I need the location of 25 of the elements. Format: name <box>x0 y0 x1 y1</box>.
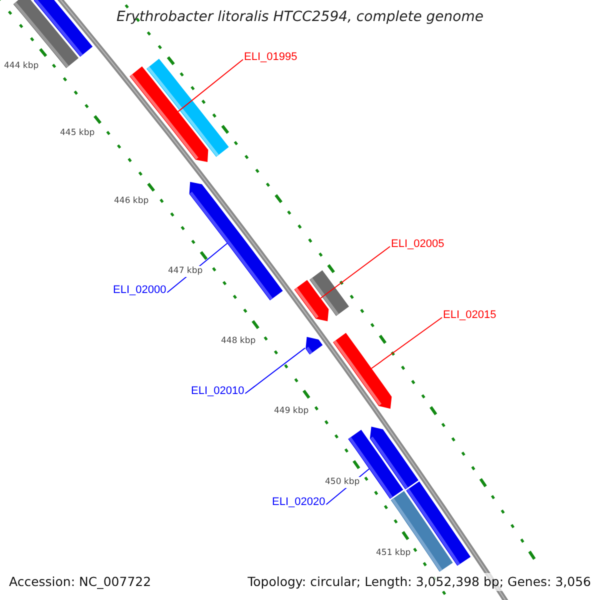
gene-label: ELI_02005 <box>391 238 444 251</box>
tick-label: 445 kbp <box>60 128 95 139</box>
tick-label: 446 kbp <box>114 196 149 207</box>
accession-text: Accession: NC_007722 <box>8 573 152 591</box>
tick-label: 448 kbp <box>221 336 256 347</box>
tick-label: 451 kbp <box>376 548 411 559</box>
leader-line <box>320 246 390 299</box>
leader-line <box>178 59 244 112</box>
gene-feature <box>306 336 323 354</box>
gene-label: ELI_02015 <box>443 309 496 322</box>
leader-line <box>371 317 442 369</box>
gene-label: ELI_01995 <box>244 51 298 64</box>
gene-label: ELI_02020 <box>272 496 326 509</box>
leader-line <box>244 348 306 394</box>
gene-label: ELI_02000 <box>113 284 166 297</box>
gene-label: ELI_02010 <box>191 385 244 398</box>
gene-feature <box>189 182 283 300</box>
gene-feature <box>146 58 229 157</box>
tick-label: 449 kbp <box>274 406 309 417</box>
tick-label: 447 kbp <box>168 266 203 277</box>
tick-label: 450 kbp <box>325 477 360 488</box>
gene-feature <box>333 332 392 409</box>
tick-label: 444 kbp <box>4 61 39 72</box>
genome-title: Erythrobacter litoralis HTCC2594, complete genome <box>116 9 484 25</box>
gene-feature <box>294 280 329 322</box>
